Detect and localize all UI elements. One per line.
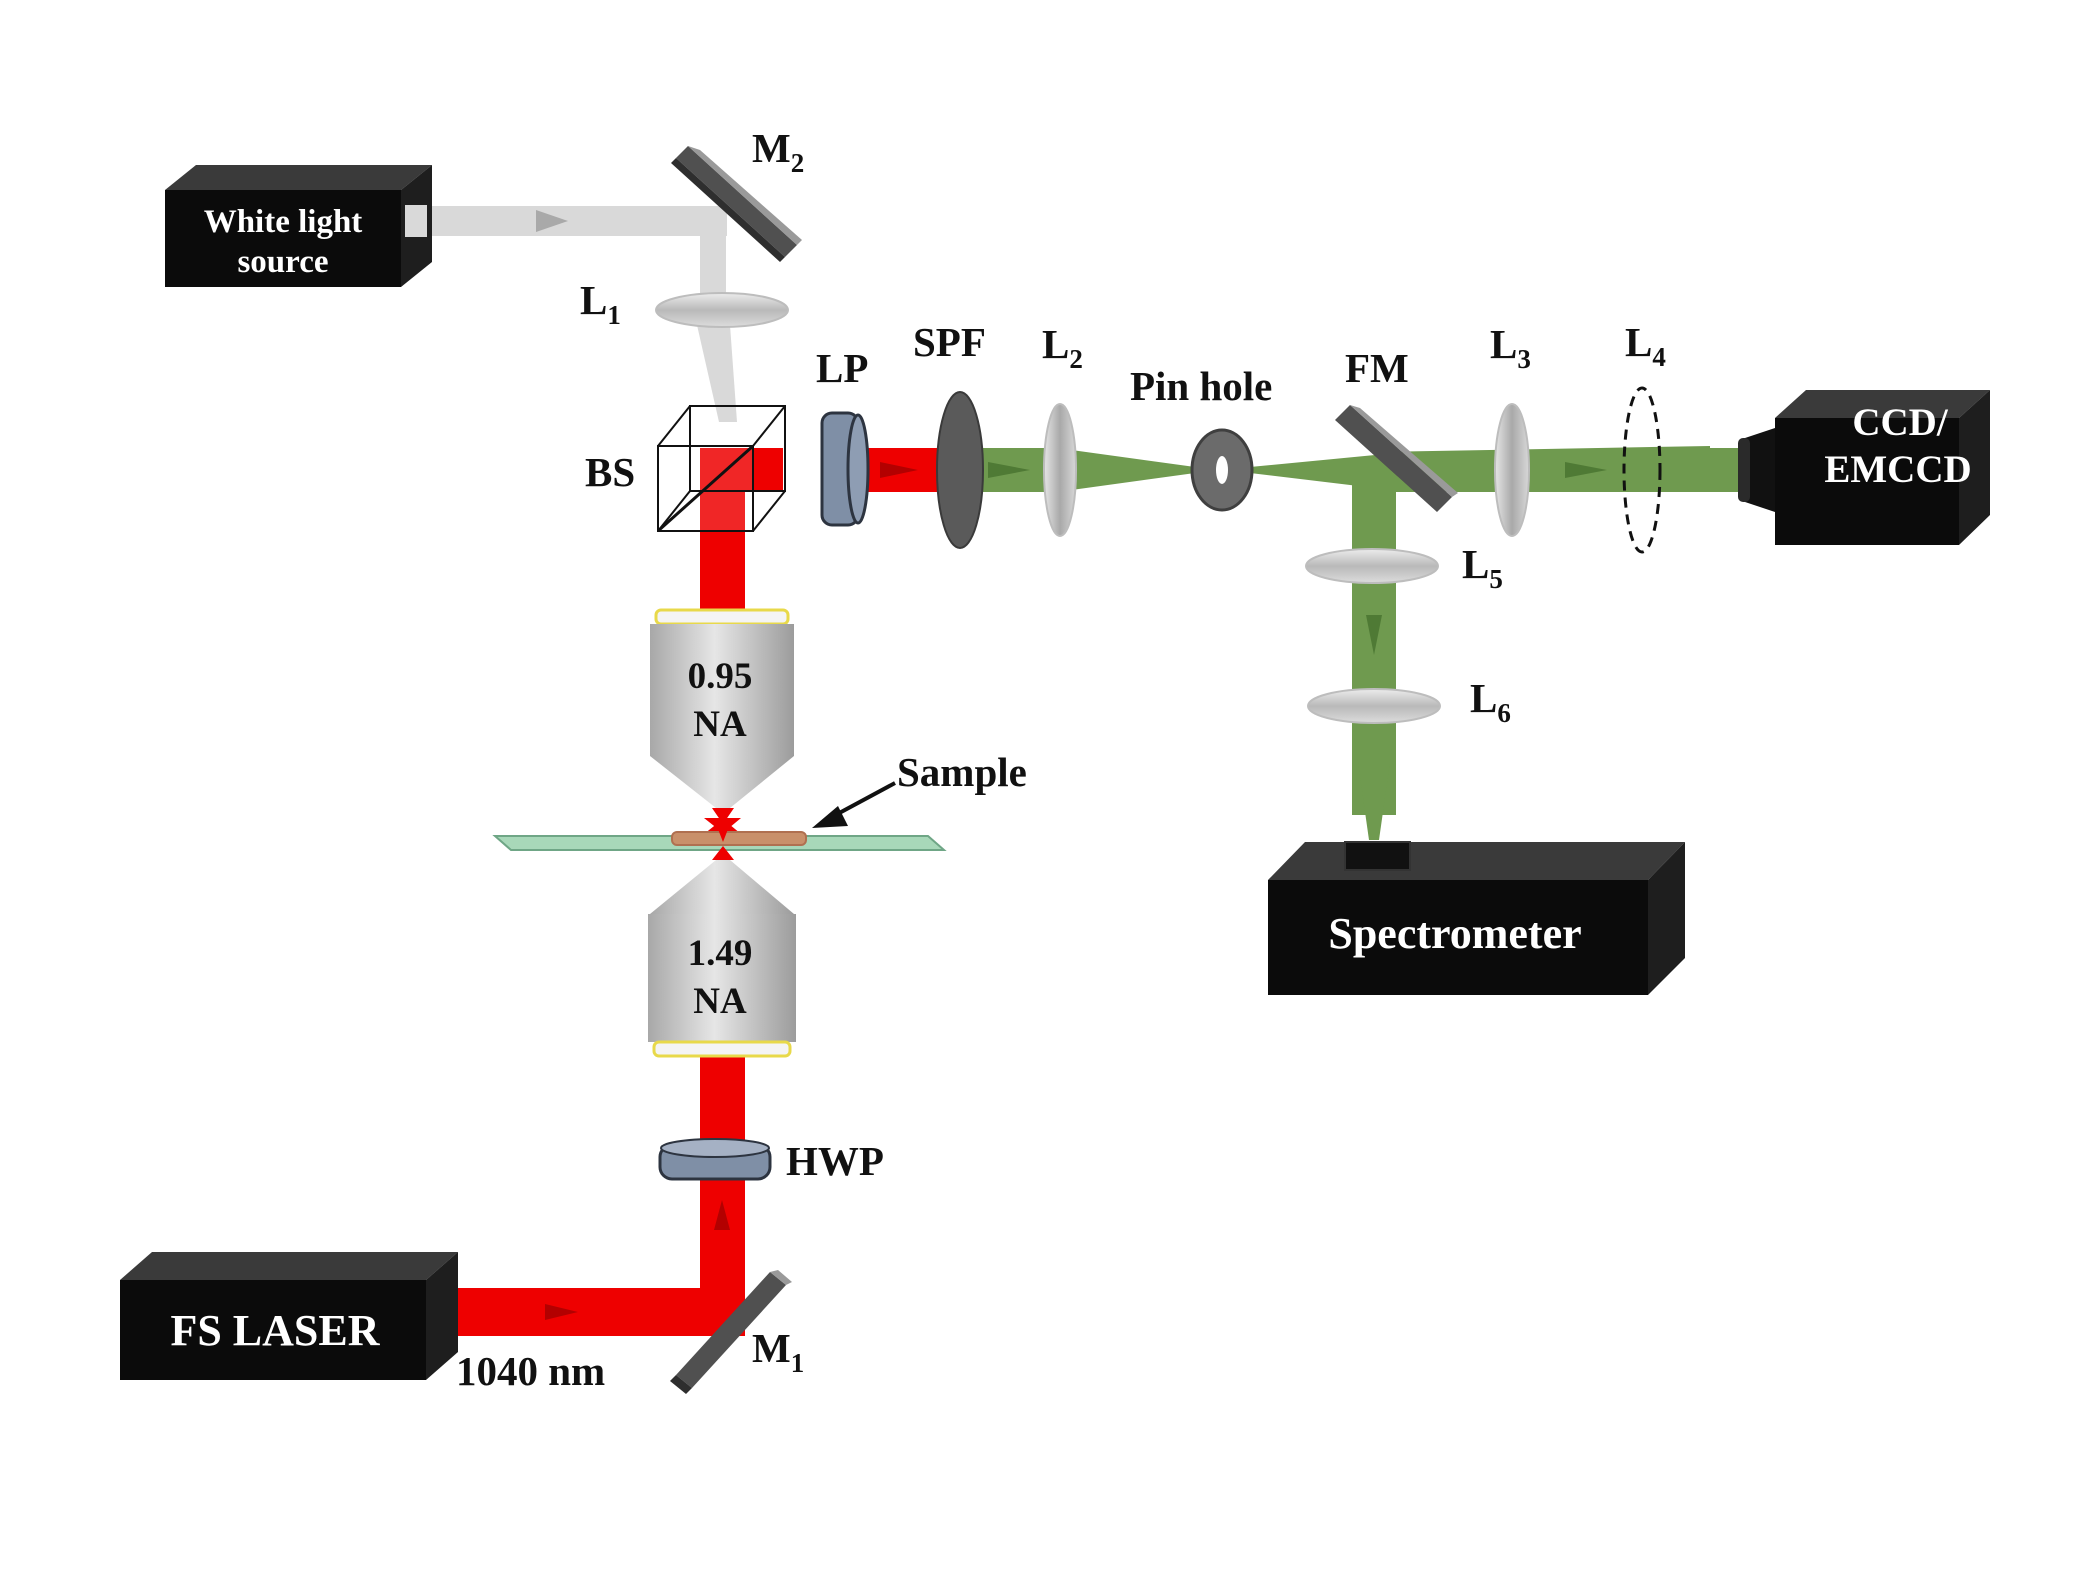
objective-top-line2: NA <box>693 704 747 745</box>
ccd-label-line2: EMCCD <box>1824 448 1971 491</box>
arrow-icon <box>1565 462 1607 478</box>
label-l4: L4 <box>1625 319 1666 372</box>
label-fm: FM <box>1345 345 1409 391</box>
mirror-m1 <box>670 1270 792 1394</box>
fs-laser: FS LASER <box>120 1252 458 1380</box>
arrow-icon <box>536 210 568 232</box>
lens-l3 <box>1494 403 1530 537</box>
label-wavelength: 1040 nm <box>456 1348 605 1394</box>
emission-beam <box>955 446 1746 840</box>
objective-149na: 1.49 NA <box>648 846 796 1058</box>
arrow-icon <box>988 462 1030 478</box>
spectrometer: Spectrometer <box>1268 841 1685 995</box>
lens-l6 <box>1307 688 1441 724</box>
lens-l2 <box>1043 403 1077 537</box>
arrow-icon <box>545 1304 578 1320</box>
label-lp: LP <box>816 345 868 391</box>
mirror-m2 <box>671 146 802 262</box>
white-light-label-line1: White light <box>204 204 363 240</box>
label-l6: L6 <box>1470 675 1511 728</box>
white-light-beam <box>415 206 737 422</box>
label-l1: L1 <box>580 277 621 330</box>
arrow-icon <box>880 462 918 478</box>
ccd-label-line1: CCD/ <box>1852 401 1948 444</box>
beam-splitter <box>656 405 786 533</box>
objective-095na: 0.95 NA <box>650 608 794 824</box>
objective-bottom-line2: NA <box>693 981 747 1022</box>
flip-mirror-fm <box>1335 405 1458 512</box>
pin-hole <box>1190 428 1254 512</box>
lens-l5 <box>1305 548 1439 584</box>
label-m2: M2 <box>752 125 804 178</box>
lens-l1 <box>655 292 789 328</box>
label-sample: Sample <box>897 749 1027 795</box>
label-m1: M1 <box>752 1325 804 1378</box>
ccd-camera: CCD/ EMCCD <box>1738 390 1990 545</box>
white-light-label-line2: source <box>237 244 328 280</box>
objective-bottom-line1: 1.49 <box>688 933 753 974</box>
half-wave-plate <box>658 1138 772 1181</box>
label-hwp: HWP <box>786 1138 884 1184</box>
arrow-icon <box>714 1200 730 1230</box>
label-bs: BS <box>585 449 635 495</box>
arrow-icon <box>1366 615 1382 655</box>
objective-top-line1: 0.95 <box>688 656 753 697</box>
label-l2: L2 <box>1042 321 1083 374</box>
label-l5: L5 <box>1462 541 1503 594</box>
fs-laser-label: FS LASER <box>170 1306 380 1355</box>
label-l3: L3 <box>1490 321 1531 374</box>
short-pass-filter <box>936 391 984 549</box>
label-pinhole: Pin hole <box>1130 363 1272 409</box>
long-pass-filter <box>820 411 870 527</box>
white-light-source: White light source <box>165 165 432 287</box>
label-spf: SPF <box>913 319 986 365</box>
sample-arrow <box>812 781 896 828</box>
sample-slide <box>492 824 947 851</box>
laser-beam <box>448 448 942 1336</box>
spectrometer-label: Spectrometer <box>1328 909 1581 958</box>
lens-l4 <box>1622 386 1662 554</box>
